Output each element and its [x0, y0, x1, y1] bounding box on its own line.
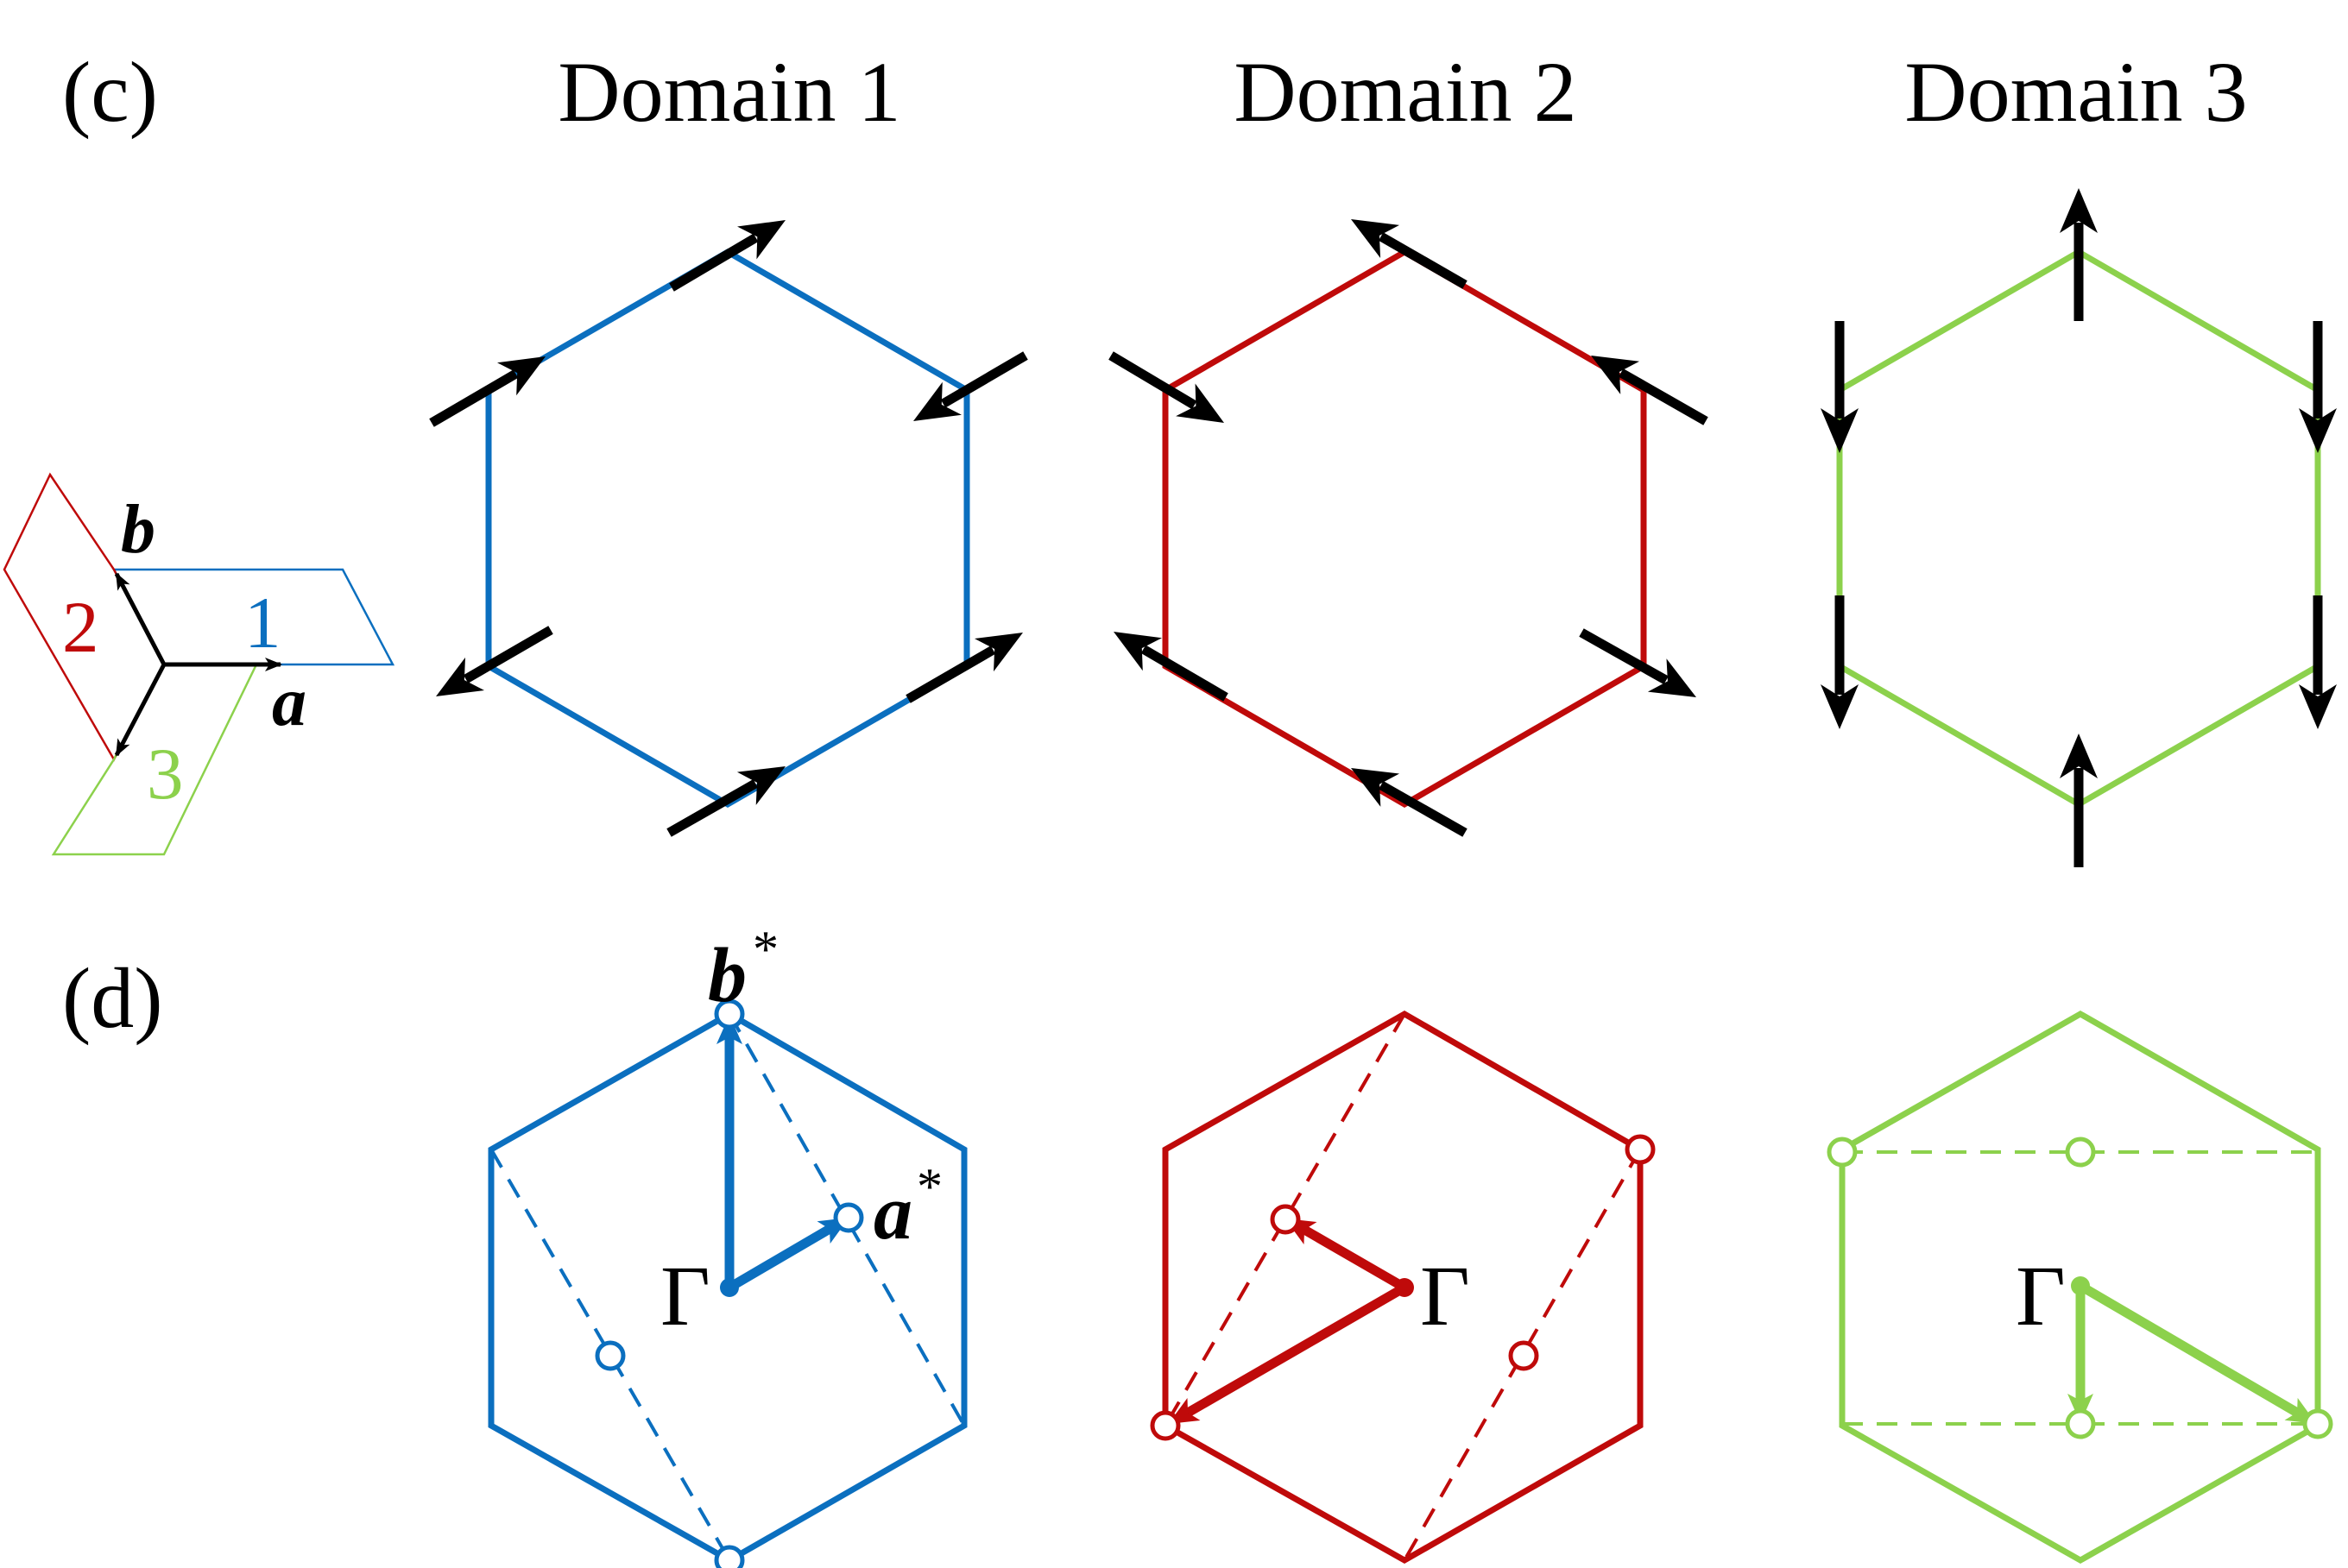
lattice-a-label: a	[272, 664, 306, 740]
domain-2-reciprocal-point-long	[1150, 1410, 1181, 1441]
domain-3-gamma-label: Γ	[2016, 1248, 2066, 1344]
domain-1-b-star-superscript: *	[753, 921, 779, 978]
domain-1-reciprocal: Γ b * a *	[488, 921, 968, 1568]
domain-1-spin-arrow-lower-right	[906, 633, 1023, 703]
domain-2-spin-arrow-lower-left	[1114, 632, 1228, 702]
panel-label-c: (c)	[62, 44, 158, 140]
domain-2-reciprocal-point-short	[1270, 1204, 1301, 1235]
domain-1-spin-arrow-top	[669, 220, 786, 292]
domain-2-spin-arrow-bottom	[1351, 768, 1468, 837]
domain-3-real-space	[1836, 248, 2321, 809]
domain-2-vector-long	[1168, 1283, 1407, 1426]
domain-1-gamma-point	[720, 1278, 739, 1297]
domain-2-spin-arrow-upper-left	[1108, 351, 1224, 423]
domain-3-title: Domain 3	[1904, 44, 2247, 140]
domain-2-spin-arrow-lower-right	[1579, 628, 1696, 697]
domain-3-spin-arrow-lower-left	[1821, 595, 1859, 729]
domain-3-vector-diagonal	[2078, 1281, 2317, 1426]
domain-1-spin-arrow-lower-left	[436, 626, 553, 696]
domain-3-gamma-point	[2071, 1276, 2090, 1295]
lattice-vector-b	[114, 572, 167, 666]
domain-2-gamma-point	[1395, 1278, 1414, 1297]
cell-1-label: 1	[244, 582, 281, 664]
lattice-b-label: b	[121, 492, 155, 568]
domain-3-spin-arrow-upper-right	[2299, 321, 2337, 453]
domain-2-spin-arrow-upper-right	[1591, 356, 1708, 425]
domain-2-hexagon	[1162, 248, 1647, 809]
domain-1-reciprocal-point-bottom	[714, 1545, 745, 1568]
domain-1-a-star-vector	[727, 1215, 849, 1292]
domain-3-reciprocal-point-top-mid	[2065, 1137, 2096, 1168]
lattice-vector-third	[114, 663, 167, 757]
lattice-cell-inset: a b 1 2 3	[3, 472, 395, 856]
domain-3-spin-arrow-bottom	[2060, 734, 2098, 867]
spin-arrows	[429, 188, 2337, 867]
domain-1-spin-arrow-upper-right	[913, 351, 1028, 421]
domain-2-title: Domain 2	[1234, 44, 1576, 140]
cell-3-label: 3	[147, 734, 184, 815]
domain-3-reciprocal-point-top-left	[1827, 1137, 1858, 1168]
domain-1-title: Domain 1	[558, 44, 900, 140]
domain-1-spin-arrow-bottom	[666, 766, 786, 837]
domain-1-a-star-superscript: *	[917, 1158, 943, 1215]
domain-3-reciprocal-point-bottom-mid	[2065, 1408, 2096, 1439]
domain-1-b-star-label: b	[708, 933, 747, 1018]
panel-label-d: (d)	[62, 950, 163, 1046]
domain-1-real-space	[485, 248, 970, 809]
domain-1-hexagon	[485, 248, 970, 809]
domain-3-reciprocal: Γ	[1827, 1010, 2333, 1565]
domain-3-spin-arrow-top	[2060, 188, 2098, 321]
domain-1-reciprocal-point-a	[833, 1202, 864, 1233]
domain-1-gamma-label: Γ	[660, 1248, 710, 1344]
domain-3-spin-arrow-lower-right	[2299, 595, 2337, 729]
domain-3-hexagon	[1836, 248, 2321, 809]
domain-1-dashed-line-right	[728, 1013, 966, 1426]
domain-2-reciprocal-point-right	[1625, 1134, 1656, 1165]
domain-2-real-space	[1162, 248, 1647, 809]
domain-2-dashed-line-left	[1164, 1012, 1406, 1427]
domain-2-reciprocal-point-mid	[1508, 1340, 1539, 1371]
domain-2-gamma-label: Γ	[1420, 1248, 1470, 1344]
domain-2-vector-short	[1284, 1216, 1407, 1292]
domain-2-reciprocal: Γ	[1150, 1010, 1656, 1565]
domain-1-reciprocal-point-top	[714, 998, 745, 1030]
domain-1-a-star-label: a	[874, 1170, 912, 1256]
domain-2-spin-arrow-top	[1351, 219, 1468, 289]
domain-1-reciprocal-point-left	[595, 1340, 626, 1371]
domain-3-reciprocal-point-bottom-right	[2302, 1408, 2333, 1439]
domain-1-spin-arrow-upper-left	[429, 356, 546, 427]
domain-1-dashed-line-left	[489, 1148, 731, 1562]
cell-2-label: 2	[62, 587, 99, 668]
domain-3-spin-arrow-upper-left	[1821, 321, 1859, 453]
domain-2-dashed-line-right	[1403, 1149, 1642, 1561]
